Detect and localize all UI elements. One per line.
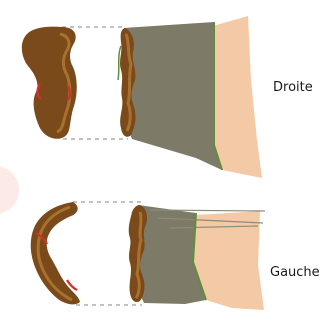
top-skin-layer [213,16,262,178]
bottom-section [31,202,265,310]
background-glow [0,166,19,214]
label-droite: Droite [273,80,313,96]
label-gauche: Gauche [270,265,320,281]
top-section [22,16,262,178]
top-muscle-layer [124,22,222,170]
